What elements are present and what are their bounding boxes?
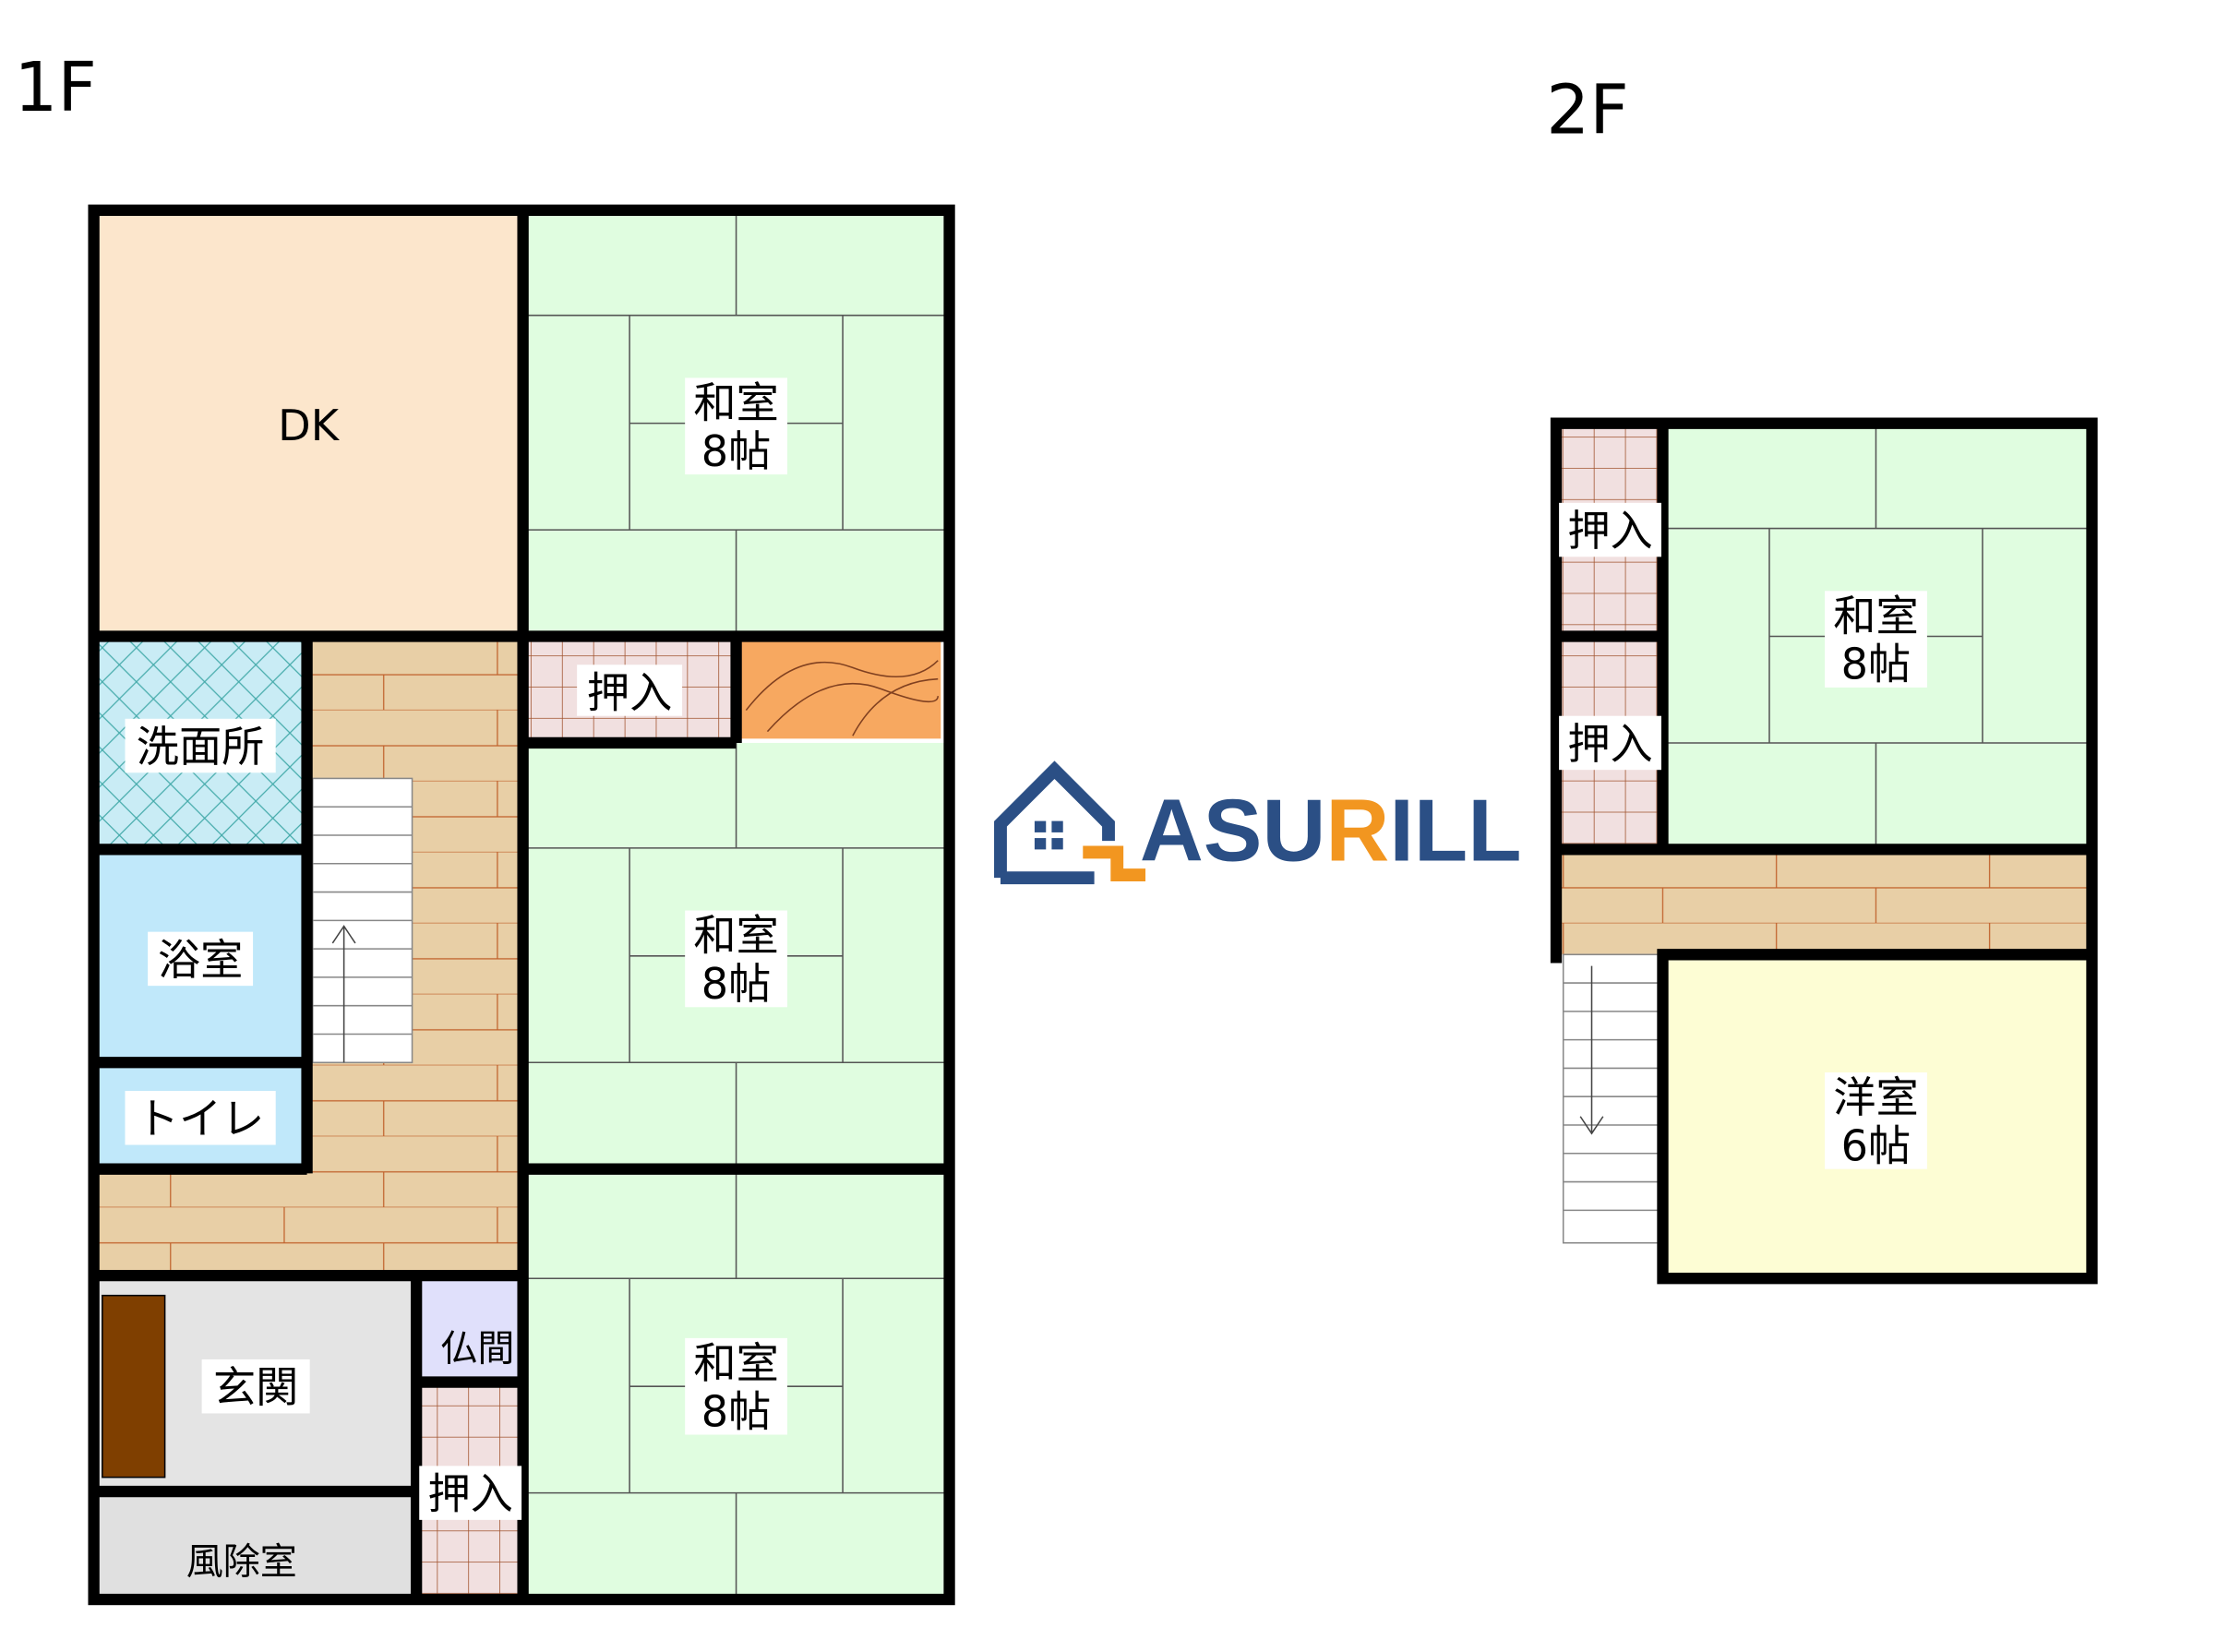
house-icon: [994, 760, 1115, 879]
label-oshiire-top: 押入: [587, 667, 672, 717]
floor-label-1f: 1F: [14, 48, 97, 127]
label-washitsu-2f-size: 8帖: [1841, 640, 1911, 689]
logo-text-ill: ILL: [1389, 783, 1521, 880]
logo-text-r: R: [1325, 783, 1389, 880]
room-dk: [93, 209, 523, 637]
label-genkan: 玄関: [213, 1362, 298, 1412]
label-youshitsu: 洋室: [1833, 1072, 1918, 1122]
first-floor: DK 和室 8帖 押入 和室 8帖 和室 8帖 洗面所 浴室 トイレ 玄関 風除…: [88, 204, 955, 1606]
label-washitsu-mid: 和室: [693, 911, 778, 961]
hallway-lower: [93, 1168, 523, 1276]
walls-2f: [1550, 417, 2098, 1285]
label-senmenjo: 洗面所: [137, 722, 265, 772]
hallway-2f: [1556, 849, 2090, 955]
label-toilet: トイレ: [137, 1094, 265, 1143]
shoe-cabinet: [102, 1294, 166, 1478]
floor-label-2f: 2F: [1546, 71, 1629, 150]
label-oshiire-bottom: 押入: [427, 1469, 512, 1519]
label-washitsu-bottom: 和室: [693, 1338, 778, 1388]
logo-text-asu: ASU: [1140, 783, 1326, 880]
stairs-1f: [311, 777, 413, 1064]
label-fujoshitsu: 風除室: [186, 1540, 297, 1583]
label-oshiire-2f-2: 押入: [1567, 719, 1652, 769]
tokonoma-wood: [738, 639, 941, 739]
label-yokushitsu: 浴室: [158, 935, 243, 985]
walls-1f: [88, 204, 955, 1606]
label-oshiire-2f-1: 押入: [1567, 506, 1652, 556]
svg-text:ASURILL: ASURILL: [1140, 783, 1522, 880]
label-washitsu-2f: 和室: [1833, 591, 1918, 640]
label-washitsu-top-size: 8帖: [701, 426, 772, 476]
room-fujoshitsu: [93, 1491, 417, 1600]
stairs-2f: [1562, 953, 1661, 1244]
label-washitsu-mid-size: 8帖: [701, 959, 772, 1009]
second-floor: 押入 押入 和室 8帖 洋室 6帖: [1550, 417, 2098, 1285]
label-butsuma: 仏間: [440, 1327, 514, 1370]
label-dk: DK: [278, 401, 341, 450]
asurill-logo: ASURILL: [994, 760, 1522, 885]
label-washitsu-bottom-size: 8帖: [701, 1386, 772, 1436]
room-butsuma: [416, 1275, 523, 1383]
label-youshitsu-size: 6帖: [1841, 1120, 1911, 1170]
label-washitsu-top: 和室: [693, 378, 778, 428]
